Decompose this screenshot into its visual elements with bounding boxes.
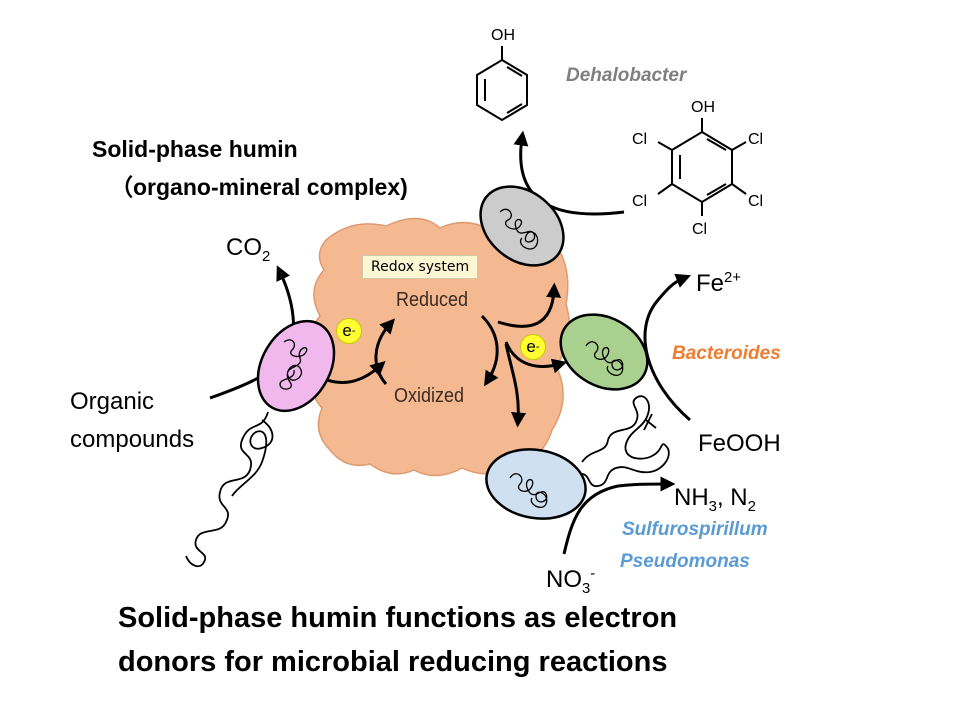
polymer-tail-right [581, 395, 670, 487]
label-oxidized: Oxidized [394, 385, 465, 407]
arrow-humin-to-blue [504, 343, 527, 428]
label-compounds: compounds [70, 426, 195, 453]
label-pseudomonas: Pseudomonas [620, 551, 750, 572]
title-solid-phase-humin: Solid-phase humin [92, 136, 298, 162]
label-cl-lower-left: Cl [632, 193, 648, 210]
label-reduced: Reduced [396, 289, 469, 311]
pentachlorophenol-structure [657, 118, 747, 216]
label-sulfurospirillum: Sulfurospirillum [622, 519, 768, 540]
phenol-structure [476, 46, 528, 122]
label-organic: Organic [70, 388, 155, 415]
label-co2: CO2 [226, 234, 271, 265]
title-organo-mineral: （organo-mineral complex) [110, 174, 408, 200]
arrow-no3-to-nh3 [562, 476, 676, 555]
electron-right: e- [520, 334, 546, 360]
caption-line-2: donors for microbial reducing reactions [118, 646, 668, 678]
label-nh3-n2: NH3, N2 [674, 484, 756, 515]
label-cl-upper-right: Cl [748, 131, 764, 148]
microbe-cell-blue [485, 448, 587, 520]
label-bacteroides: Bacteroides [672, 343, 781, 364]
label-fe2: Fe2+ [696, 270, 741, 297]
arrow-reduced-to-oxidized [480, 314, 499, 387]
electron-left: e- [336, 318, 362, 344]
microbe-cell-pink [256, 319, 336, 413]
microbe-cell-gray [479, 185, 565, 267]
label-cl-lower-right: Cl [748, 193, 764, 210]
label-feooh: FeOOH [698, 430, 781, 457]
label-oh-pcp: OH [691, 99, 715, 116]
label-oh-phenol: OH [491, 27, 515, 44]
label-dehalobacter: Dehalobacter [566, 65, 687, 86]
arrow-oxidized-to-reduced [374, 318, 396, 385]
arrow-humin-to-gray [497, 282, 562, 328]
label-no3: NO3- [546, 566, 596, 597]
caption-line-1: Solid-phase humin functions as electron [118, 602, 678, 634]
redox-system-box: Redox system [362, 255, 479, 279]
organic-tail-loop [231, 419, 274, 497]
label-cl-bottom: Cl [692, 221, 708, 238]
arrow-humin-to-green [504, 341, 568, 374]
arrow-feooh-to-fe2 [643, 273, 691, 422]
microbe-cell-green [559, 313, 649, 391]
organic-tail [185, 411, 269, 568]
polymer-tick [643, 413, 657, 431]
label-cl-upper-left: Cl [632, 131, 648, 148]
